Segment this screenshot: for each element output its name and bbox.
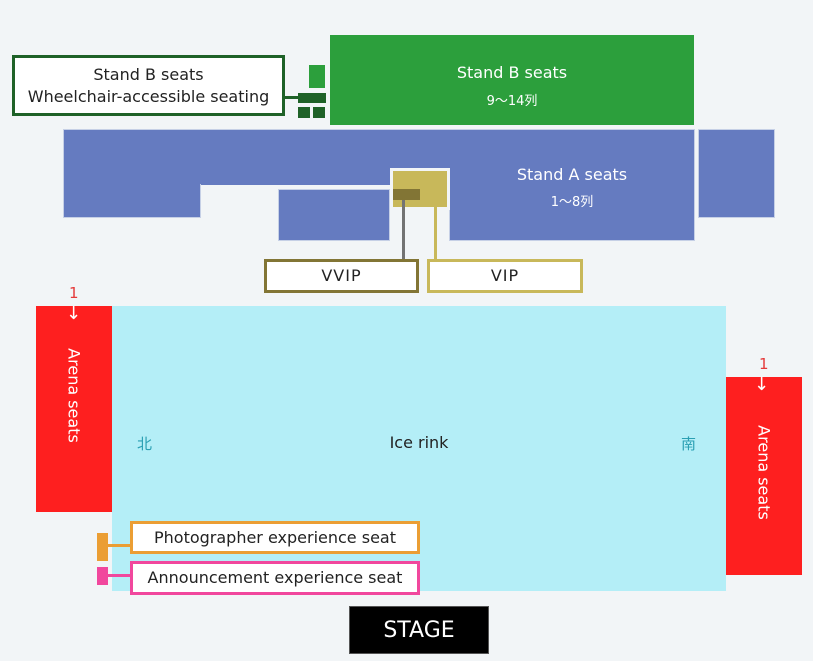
left-arena-label: Arena seats (64, 348, 84, 443)
wheelchair-seat-block-green[interactable] (309, 65, 325, 88)
vvip-label: VVIP (264, 259, 419, 293)
stand-a-rows: 1～8列 (550, 195, 594, 210)
stage: STAGE (349, 606, 489, 654)
stand-b-title: Stand B seats (456, 63, 568, 82)
announcement-label-text: Announcement experience seat (147, 568, 403, 587)
stand-b-rows: 9～14列 (486, 94, 538, 109)
stand-a-main-block[interactable]: Stand A seats 1～8列 (449, 165, 695, 241)
wheelchair-seat-block-dark[interactable] (298, 93, 326, 103)
vvip-seat-block[interactable] (393, 189, 420, 200)
stage-label: STAGE (383, 617, 455, 643)
wheelchair-connector-line (285, 96, 299, 99)
left-arena-seats[interactable]: ↓ Arena seats (36, 303, 112, 512)
vvip-label-text: VVIP (321, 266, 362, 285)
right-arena-seats[interactable]: ↓ Arena seats (726, 374, 802, 575)
south-marker: 南 (681, 435, 697, 453)
vip-connector-line (434, 207, 437, 262)
north-marker: 北 (137, 435, 153, 453)
left-arena-start-number: 1 (69, 284, 79, 302)
stand-b-section[interactable]: Stand B seats 9～14列 (330, 35, 694, 125)
ice-rink-label: Ice rink (389, 433, 449, 452)
wheelchair-label-line1: Stand B seats (93, 64, 204, 84)
wheelchair-seat-block-dark-right[interactable] (313, 107, 325, 118)
announcement-connector-line (108, 574, 132, 577)
wheelchair-seating-label: Stand B seats Wheelchair-accessible seat… (12, 55, 285, 116)
announcement-seat-block[interactable] (97, 567, 108, 585)
photographer-connector-line (108, 544, 132, 547)
stand-a-right-block[interactable] (698, 129, 775, 218)
stand-a-title: Stand A seats (516, 165, 628, 184)
vip-label-text: VIP (490, 266, 520, 285)
announcement-seat-label: Announcement experience seat (130, 561, 420, 595)
vip-label: VIP (427, 259, 583, 293)
wheelchair-seat-block-dark-left[interactable] (298, 107, 310, 118)
photographer-seat-label: Photographer experience seat (130, 521, 420, 554)
stand-a-left-block[interactable] (63, 184, 201, 218)
stand-a-center-left-block[interactable] (278, 189, 390, 241)
right-arena-start-number: 1 (759, 355, 769, 373)
photographer-seat-block[interactable] (97, 533, 108, 561)
right-arena-arrow-icon: ↓ (754, 374, 770, 395)
wheelchair-label-line2: Wheelchair-accessible seating (27, 86, 270, 106)
left-arena-arrow-icon: ↓ (66, 303, 82, 324)
stand-a-top-band[interactable] (63, 129, 695, 185)
right-arena-label: Arena seats (754, 425, 774, 520)
vvip-connector-line (402, 200, 405, 262)
photographer-label-text: Photographer experience seat (153, 527, 396, 547)
